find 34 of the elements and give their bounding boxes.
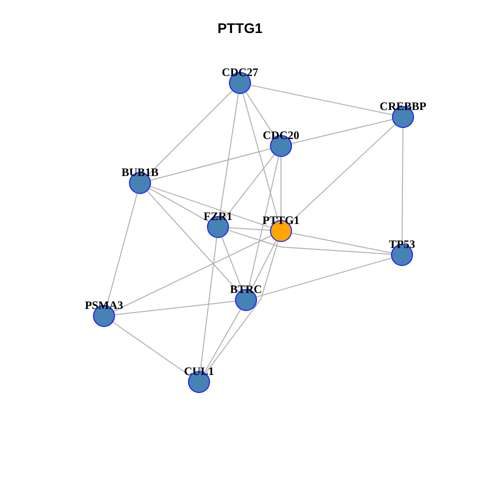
- edge-line: [288, 124, 396, 224]
- edge-line: [200, 237, 218, 372]
- node-label: PSMA3: [84, 300, 124, 312]
- edge-line: [291, 119, 393, 144]
- node-label: BTRC: [230, 284, 262, 296]
- node-label: PTTG1: [262, 215, 300, 227]
- node-label: CUL1: [184, 366, 214, 378]
- edge-line: [228, 230, 392, 255]
- edge-line: [114, 300, 236, 316]
- edge-line: [149, 188, 209, 222]
- node-label: CREBBP: [380, 101, 426, 113]
- chart-title: PTTG1: [216, 20, 264, 36]
- edge-line: [112, 322, 190, 376]
- edge-line: [205, 241, 278, 374]
- edge-line: [113, 235, 272, 312]
- edge-line: [246, 92, 276, 138]
- edge-line: [256, 258, 392, 298]
- edge-line: [291, 232, 392, 254]
- node-label: FZR1: [204, 211, 232, 223]
- edge-line: [224, 154, 275, 219]
- edge-line: [250, 240, 277, 291]
- node-label: BUB1B: [121, 167, 159, 179]
- edge-line: [204, 309, 242, 373]
- edge-line: [248, 156, 280, 290]
- edge-line: [146, 190, 240, 292]
- node-label: CDC27: [222, 67, 258, 79]
- edge-line: [150, 148, 271, 181]
- edge-line: [228, 227, 271, 231]
- edge-line: [250, 84, 393, 116]
- edge-line: [242, 93, 279, 221]
- edge-line: [219, 93, 239, 217]
- edge-line: [147, 90, 233, 176]
- node-label: CDC20: [262, 130, 300, 142]
- edge-line: [150, 186, 272, 228]
